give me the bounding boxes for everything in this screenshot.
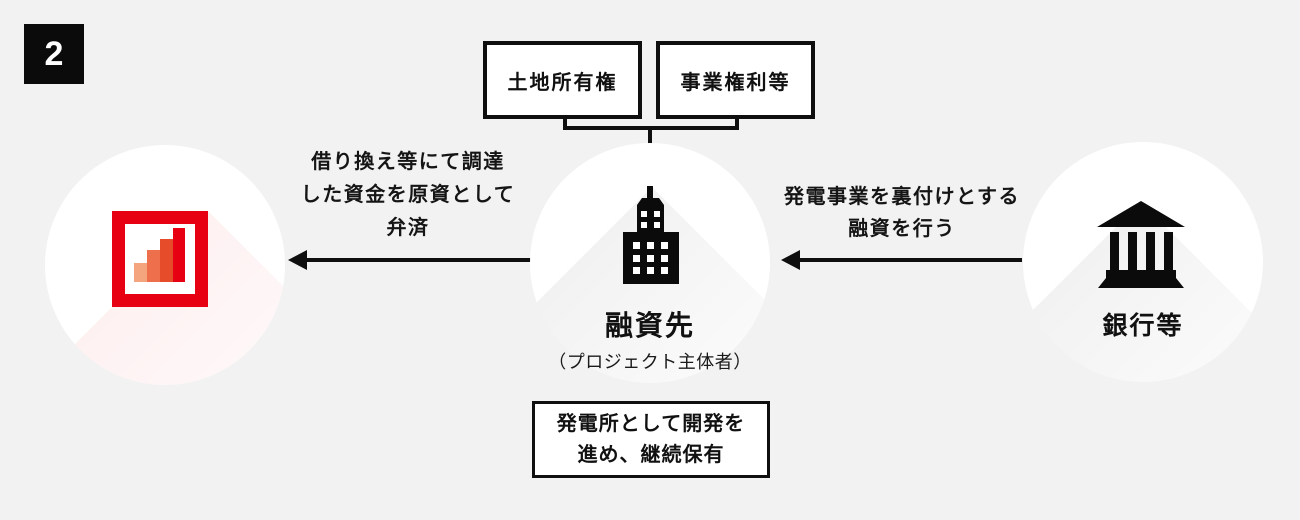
bar-chart-logo-icon <box>112 211 208 307</box>
bank-icon <box>1097 201 1185 288</box>
repayment-arrow-label: 借り換え等にて調達 した資金を原資として 弁済 <box>283 146 533 245</box>
company-node-circle <box>45 145 285 385</box>
office-building-icon <box>623 186 679 284</box>
connector-horizontal-line <box>563 126 739 130</box>
repayment-label-line3: 弁済 <box>386 217 430 239</box>
development-note-box: 発電所として開発を 進め、継続保有 <box>532 401 770 478</box>
business-rights-label: 事業権利等 <box>680 71 791 94</box>
connector-stub-left <box>563 117 567 128</box>
borrower-title: 融資先 <box>604 310 695 341</box>
loan-label-line2: 融資を行う <box>848 218 956 240</box>
loan-label-line1: 発電事業を裏付けとする <box>784 186 1020 208</box>
repayment-arrowhead-icon <box>288 250 307 270</box>
borrower-node-circle <box>530 143 770 383</box>
development-note-line2: 進め、継続保有 <box>577 443 725 466</box>
loan-arrow-label: 発電事業を裏付けとする 融資を行う <box>772 181 1032 245</box>
business-rights-box: 事業権利等 <box>656 41 815 119</box>
land-ownership-box: 土地所有権 <box>483 41 642 119</box>
bank-node-circle <box>1023 142 1263 382</box>
development-note-line1: 発電所として開発を <box>556 412 746 435</box>
connector-stub-center <box>648 130 652 145</box>
repayment-arrow-shaft <box>303 258 533 262</box>
loan-arrow-shaft <box>796 258 1022 262</box>
connector-stub-right <box>735 117 739 128</box>
repayment-label-line2: した資金を原資として <box>300 184 516 206</box>
borrower-subtitle: （プロジェクト主体者） <box>548 352 752 372</box>
loan-arrowhead-icon <box>781 250 800 270</box>
bank-label: 銀行等 <box>1102 312 1184 340</box>
step-number-badge: 2 <box>24 24 84 84</box>
land-ownership-label: 土地所有権 <box>507 71 618 94</box>
repayment-label-line1: 借り換え等にて調達 <box>311 151 505 173</box>
